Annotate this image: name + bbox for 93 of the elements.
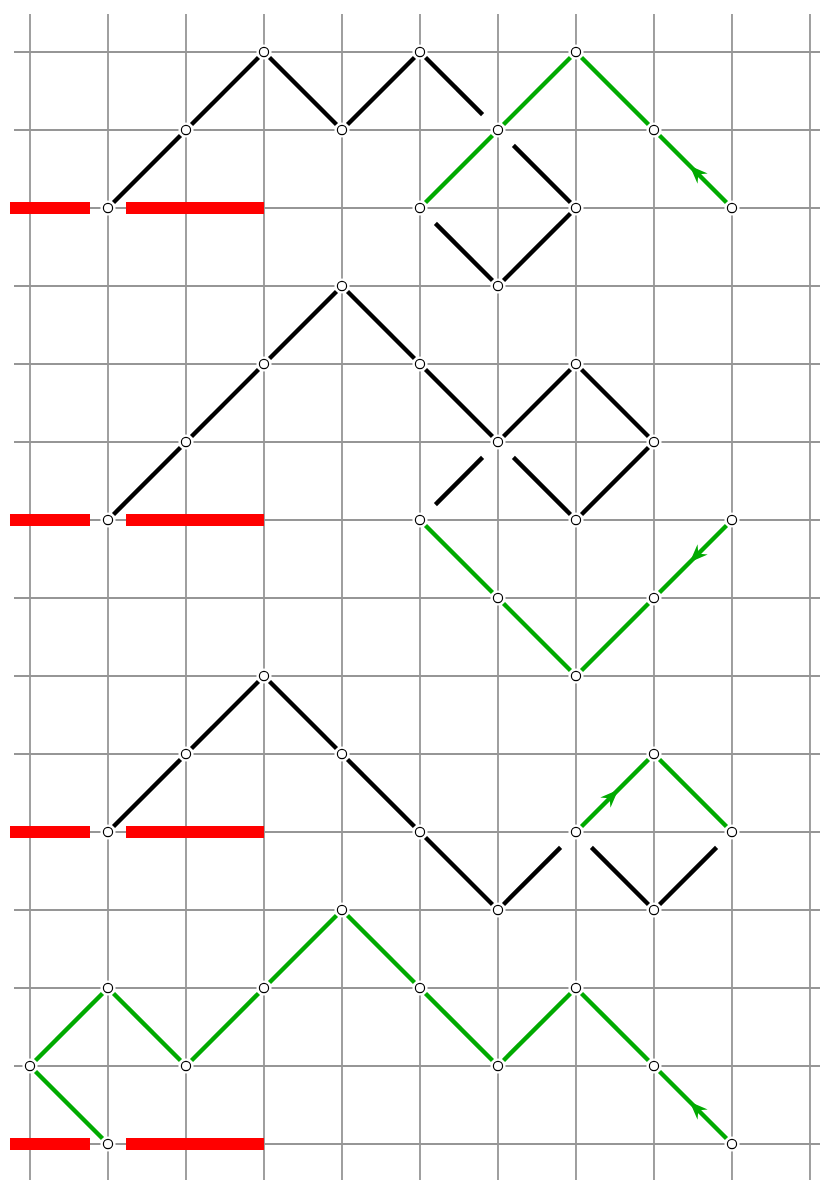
path-segment (589, 845, 651, 907)
path-segment (501, 601, 573, 673)
path-segment (423, 835, 495, 907)
path-segment (423, 991, 495, 1063)
path-vertex (646, 434, 662, 450)
path-vertex (490, 1058, 506, 1074)
path-vertex (724, 824, 740, 840)
path-segment (501, 211, 573, 283)
arrow (657, 133, 729, 205)
path-segment (33, 991, 105, 1063)
path-vertex (100, 1136, 116, 1152)
path-vertex (412, 356, 428, 372)
path-vertex (646, 746, 662, 762)
path-vertex (490, 434, 506, 450)
path-segment (267, 679, 339, 751)
path-vertex (724, 1136, 740, 1152)
path-segment (433, 221, 495, 283)
path-vertex (178, 122, 194, 138)
path-segment (657, 757, 729, 829)
path-vertex (646, 122, 662, 138)
path-segment (657, 845, 719, 907)
path-segment (433, 455, 485, 507)
path-vertex (724, 512, 740, 528)
arrow (579, 757, 651, 829)
path-segment (345, 55, 417, 127)
path-vertex (490, 590, 506, 606)
path-vertex (412, 44, 428, 60)
path-vertex (646, 590, 662, 606)
path-segment (267, 913, 339, 985)
path-vertex (100, 512, 116, 528)
path-segment (579, 445, 651, 517)
path-vertex (334, 746, 350, 762)
path-vertex (568, 668, 584, 684)
path-vertex (568, 980, 584, 996)
path-vertex (412, 512, 428, 528)
path-segment (511, 455, 573, 517)
path-vertex (178, 434, 194, 450)
path-segment (423, 55, 485, 117)
path-vertex (334, 122, 350, 138)
path-segment (511, 143, 573, 205)
path-vertex (334, 278, 350, 294)
path-vertex (22, 1058, 38, 1074)
path-vertex (646, 902, 662, 918)
path-segment (579, 367, 651, 439)
path-segment (111, 757, 183, 829)
path-vertex (178, 746, 194, 762)
path-segment (579, 55, 651, 127)
path-vertex (256, 356, 272, 372)
path-vertex (490, 278, 506, 294)
path-segment (189, 367, 261, 439)
path-segment (423, 367, 495, 439)
path-vertex (568, 44, 584, 60)
path-segment (423, 523, 495, 595)
path-segment (189, 991, 261, 1063)
path-vertex (412, 980, 428, 996)
path-segment (111, 445, 183, 517)
arrow (657, 523, 729, 595)
path-segment (189, 679, 261, 751)
path-vertex (256, 668, 272, 684)
path-vertex (412, 824, 428, 840)
path-segment (189, 55, 261, 127)
path-segment (345, 289, 417, 361)
path-vertex (568, 200, 584, 216)
path-segment (501, 55, 573, 127)
path-segment (345, 757, 417, 829)
path-segment (579, 601, 651, 673)
path-segment (579, 991, 651, 1063)
path-segment (501, 991, 573, 1063)
path-vertex (568, 512, 584, 528)
path-vertex (100, 980, 116, 996)
path-vertex (490, 902, 506, 918)
path-segment (267, 55, 339, 127)
path-vertex (100, 200, 116, 216)
path-segment (423, 133, 495, 205)
path-vertex (568, 356, 584, 372)
path-segment (345, 913, 417, 985)
path-segment (501, 367, 573, 439)
path-segment (501, 845, 563, 907)
path-vertex (256, 980, 272, 996)
path-vertex (724, 200, 740, 216)
path-segment (111, 133, 183, 205)
path-segment (267, 289, 339, 361)
path-vertex (334, 902, 350, 918)
path-vertex (100, 824, 116, 840)
path-vertex (568, 824, 584, 840)
arrow (657, 1069, 729, 1141)
path-segment (33, 1069, 105, 1141)
path-vertex (178, 1058, 194, 1074)
path-vertex (412, 200, 428, 216)
path-vertex (256, 44, 272, 60)
path-vertex (646, 1058, 662, 1074)
path-vertex (490, 122, 506, 138)
path-segment (111, 991, 183, 1063)
